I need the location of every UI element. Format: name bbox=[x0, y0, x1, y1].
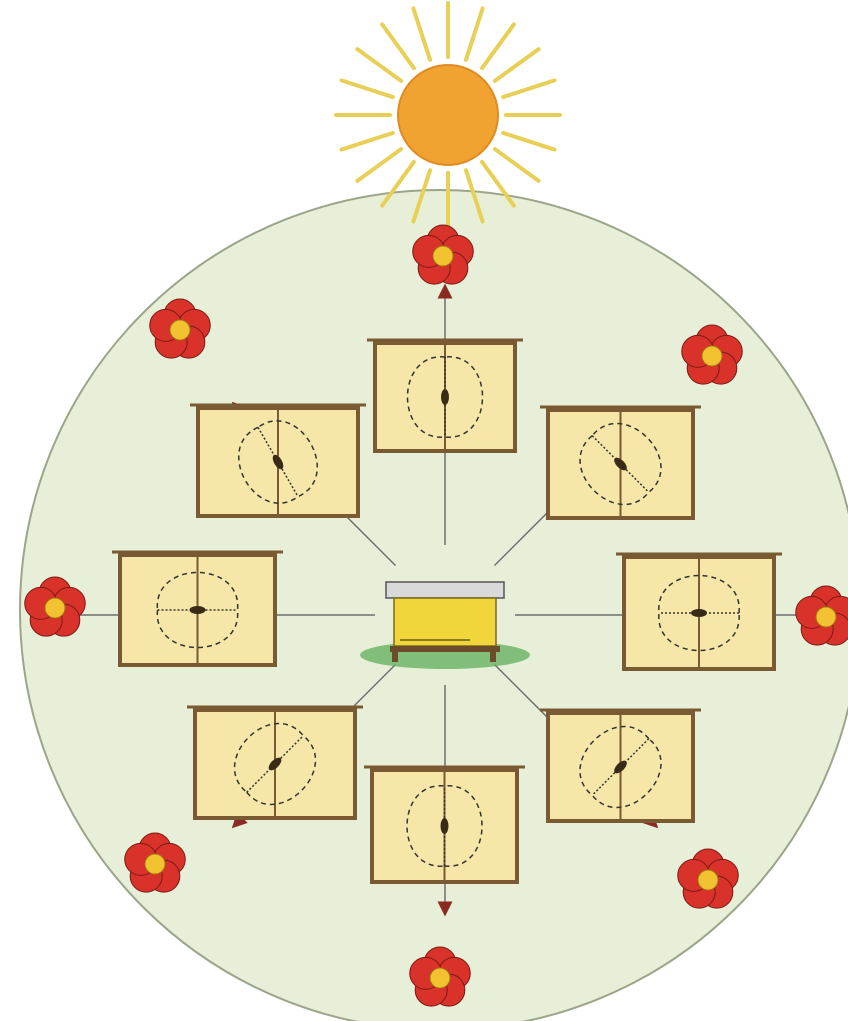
sun-ray bbox=[357, 49, 401, 81]
sun-icon bbox=[336, 3, 560, 227]
waggle-dance-icon bbox=[367, 340, 523, 451]
bee-icon bbox=[691, 609, 707, 617]
hive-leg-right bbox=[490, 652, 496, 662]
bee-icon bbox=[441, 818, 449, 834]
flower-center bbox=[170, 320, 190, 340]
flower-center bbox=[698, 870, 718, 890]
sun-ray bbox=[482, 24, 514, 68]
sun-ray bbox=[341, 80, 392, 97]
sun-ray bbox=[382, 24, 414, 68]
waggle-dance-icon bbox=[190, 405, 366, 516]
flower-center bbox=[816, 607, 836, 627]
sun-ray bbox=[341, 133, 392, 150]
flower-center bbox=[433, 246, 453, 266]
waggle-dance-icon bbox=[187, 707, 363, 819]
waggle-dance-icon bbox=[540, 407, 701, 519]
waggle-dance-icon bbox=[112, 552, 283, 665]
sun-core bbox=[398, 65, 498, 165]
sun-ray bbox=[413, 8, 430, 59]
sun-ray bbox=[503, 80, 554, 97]
hive-roof bbox=[386, 582, 504, 598]
sun-ray bbox=[495, 49, 539, 81]
sun-ray bbox=[495, 149, 539, 181]
sun-ray bbox=[466, 8, 483, 59]
flower-center bbox=[45, 598, 65, 618]
hive-leg-left bbox=[392, 652, 398, 662]
bee-icon bbox=[190, 606, 206, 614]
waggle-dance-icon bbox=[540, 710, 701, 822]
flower-center bbox=[145, 854, 165, 874]
waggle-dance-icon bbox=[364, 767, 525, 882]
flower-center bbox=[702, 346, 722, 366]
bee-icon bbox=[441, 389, 449, 405]
waggle-dance-icon bbox=[616, 554, 782, 669]
sun-ray bbox=[503, 133, 554, 150]
hive-stand bbox=[390, 646, 500, 652]
flower-center bbox=[430, 968, 450, 988]
hive-body bbox=[394, 598, 496, 646]
sun-ray bbox=[357, 149, 401, 181]
